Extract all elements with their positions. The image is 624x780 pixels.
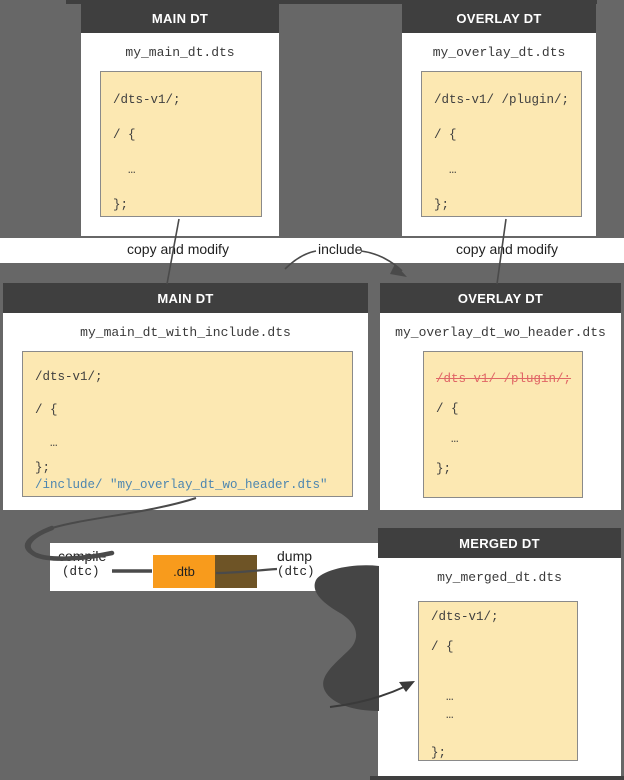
label-dump: dump (dtc) — [277, 548, 315, 580]
code-line-deleted-header: /dts-v1/ /plugin/; — [436, 372, 572, 386]
code-line: … — [113, 162, 136, 177]
code-line: / { — [434, 127, 457, 142]
code-line: … — [431, 708, 454, 722]
filename-overlay-wo-header: my_overlay_dt_wo_header.dts — [395, 325, 606, 340]
card-header-main-dt: MAIN DT — [81, 3, 279, 33]
code-snippet-overlay-wo-header: /dts-v1/ /plugin/; / { … }; — [423, 351, 583, 498]
code-line: }; — [113, 197, 129, 212]
code-line: / { — [113, 127, 136, 142]
code-line: }; — [35, 460, 51, 475]
code-snippet-main-dt-with-include: /dts-v1/; / { … }; /include/ "my_overlay… — [22, 351, 353, 497]
code-snippet-overlay-dt: /dts-v1/ /plugin/; / { … }; — [421, 71, 582, 217]
code-line: /dts-v1/ /plugin/; — [434, 92, 570, 107]
code-line: }; — [431, 746, 447, 760]
filename-overlay-dt: my_overlay_dt.dts — [432, 45, 566, 60]
card-main-dt-with-include: MAIN DT my_main_dt_with_include.dts /dts… — [3, 283, 368, 510]
include-arrowhead-icon — [390, 264, 407, 277]
code-line: }; — [434, 197, 450, 212]
dtb-shadow-patch — [215, 555, 257, 588]
label-copy-and-modify-right: copy and modify — [456, 241, 558, 257]
dump-tool: (dtc) — [277, 565, 315, 579]
card-title: OVERLAY DT — [457, 290, 544, 306]
code-line: / { — [436, 402, 459, 416]
dtb-file-box: .dtb — [153, 555, 215, 588]
code-line: … — [431, 690, 454, 704]
code-snippet-main-dt: /dts-v1/; / { … }; — [100, 71, 262, 217]
compile-tool: (dtc) — [62, 565, 100, 579]
label-include: include — [318, 241, 363, 257]
code-line: … — [434, 162, 457, 177]
card-title: MERGED DT — [459, 535, 540, 551]
top-edge-strip — [66, 0, 597, 4]
dtb-label: .dtb — [173, 564, 195, 579]
card-header-overlay-wo-header: OVERLAY DT — [380, 283, 621, 313]
filename-main-dt: my_main_dt.dts — [125, 45, 235, 60]
code-line-include-directive: /include/ "my_overlay_dt_wo_header.dts" — [35, 477, 328, 492]
code-line: /dts-v1/; — [35, 369, 103, 384]
filename-merged-dt: my_merged_dt.dts — [437, 570, 562, 585]
code-line: /dts-v1/; — [113, 92, 181, 107]
code-line: / { — [35, 402, 58, 417]
compile-word: compile — [58, 548, 107, 564]
bottom-edge-strip — [370, 776, 624, 780]
code-line: /dts-v1/; — [431, 610, 499, 624]
card-header-overlay-dt: OVERLAY DT — [402, 3, 596, 33]
code-line: / { — [431, 640, 454, 654]
card-header-main-dt-include: MAIN DT — [3, 283, 368, 313]
card-merged-dt: MERGED DT my_merged_dt.dts /dts-v1/; / {… — [378, 528, 621, 776]
code-line: … — [35, 435, 58, 450]
card-title: OVERLAY DT — [456, 10, 542, 26]
dump-word: dump — [277, 548, 313, 564]
label-compile: compile (dtc) — [58, 548, 106, 580]
code-line: }; — [436, 462, 452, 476]
compile-dump-band: compile (dtc) .dtb dump (dtc) — [50, 543, 378, 591]
card-title: MAIN DT — [157, 290, 214, 306]
transition-label-band: copy and modify include copy and modify — [0, 238, 624, 263]
code-snippet-merged-dt: /dts-v1/; / { … … }; — [418, 601, 578, 761]
label-copy-and-modify-left: copy and modify — [127, 241, 229, 257]
card-title: MAIN DT — [151, 10, 209, 26]
card-overlay-dt-source: OVERLAY DT my_overlay_dt.dts /dts-v1/ /p… — [402, 3, 596, 236]
code-line: … — [436, 432, 459, 446]
filename-main-dt-with-include: my_main_dt_with_include.dts — [80, 325, 291, 340]
card-overlay-dt-wo-header: OVERLAY DT my_overlay_dt_wo_header.dts /… — [380, 283, 621, 510]
card-header-merged-dt: MERGED DT — [378, 528, 621, 558]
card-main-dt-source: MAIN DT my_main_dt.dts /dts-v1/; / { … }… — [81, 3, 279, 236]
